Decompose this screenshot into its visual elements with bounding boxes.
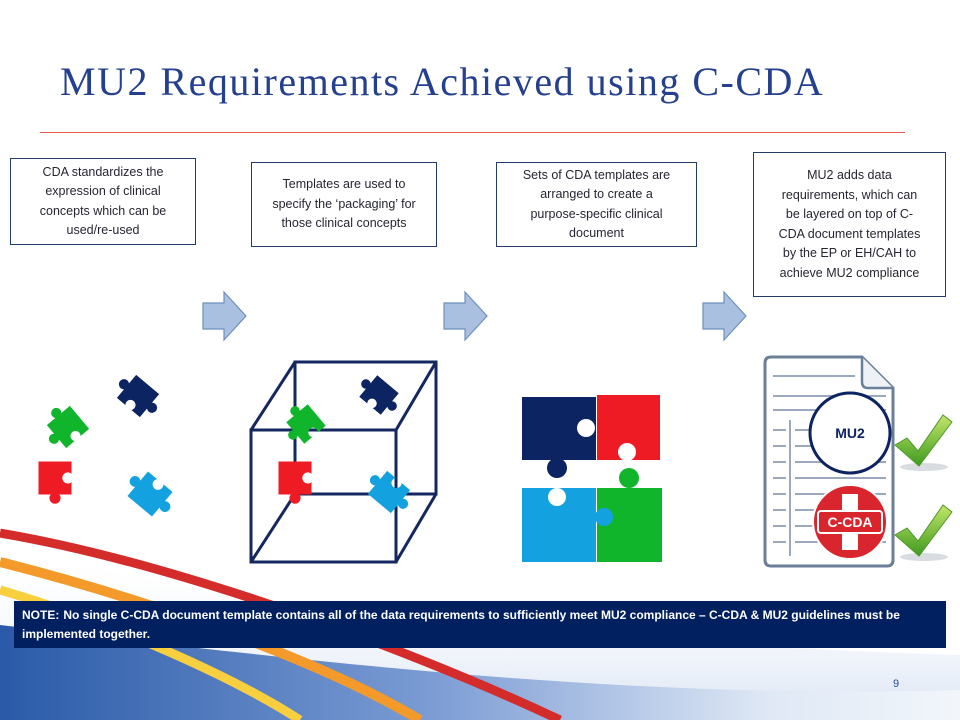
ccda-badge-label: C-CDA [827, 514, 872, 530]
puzzle-piece-navy-icon [359, 375, 399, 415]
step-box-cda-concepts: CDA standardizes the expression of clini… [10, 158, 196, 245]
check-icon [894, 414, 953, 471]
puzzle-hole [548, 488, 566, 506]
step-box-mu2-requirements: MU2 adds data requirements, which can be… [753, 152, 946, 297]
page-number: 9 [893, 678, 900, 690]
assembled-puzzle [522, 395, 662, 562]
arrow-right-icon [202, 290, 247, 342]
puzzle-piece-green-icon [286, 404, 326, 444]
step-text: CDA standardizes the expression of clini… [39, 164, 167, 238]
arrow-right-icon [443, 290, 488, 342]
step-text: Sets of CDA templates are arranged to cr… [522, 167, 671, 241]
puzzle-piece-light-blue-icon [127, 471, 173, 517]
puzzle-piece-red-icon [38, 461, 72, 504]
puzzle-knob [595, 508, 613, 526]
step-text: Templates are used to specify the ‘packa… [272, 177, 416, 231]
title-divider [40, 132, 905, 133]
mu2-badge-label: MU2 [835, 425, 865, 441]
puzzle-piece-green-icon [46, 405, 90, 449]
cube-puzzle-pieces [278, 375, 411, 514]
note-label: NOTE: [22, 608, 60, 622]
note-banner: NOTE:No single C-CDA document template c… [14, 601, 946, 648]
check-icon [894, 504, 953, 561]
puzzle-piece-light-blue-icon [367, 470, 411, 514]
arrow-right-icon [702, 290, 747, 342]
puzzle-hole [618, 443, 636, 461]
puzzle-piece-red-icon [278, 461, 312, 504]
mu2-badge: MU2 [808, 391, 892, 475]
puzzle-hole [577, 419, 595, 437]
step-box-template-sets: Sets of CDA templates are arranged to cr… [496, 162, 697, 247]
step-text: MU2 adds data requirements, which can be… [778, 168, 921, 280]
puzzle-piece-navy-icon [116, 374, 160, 418]
puzzle-knob [619, 468, 639, 488]
scattered-puzzle-pieces [38, 374, 173, 517]
note-text: No single C-CDA document template contai… [22, 608, 900, 641]
puzzle-knob [547, 458, 567, 478]
ccda-badge: C-CDA [812, 484, 888, 560]
slide-title: MU2 Requirements Achieved using C-CDA [60, 59, 825, 104]
step-box-templates: Templates are used to specify the ‘packa… [251, 162, 437, 247]
